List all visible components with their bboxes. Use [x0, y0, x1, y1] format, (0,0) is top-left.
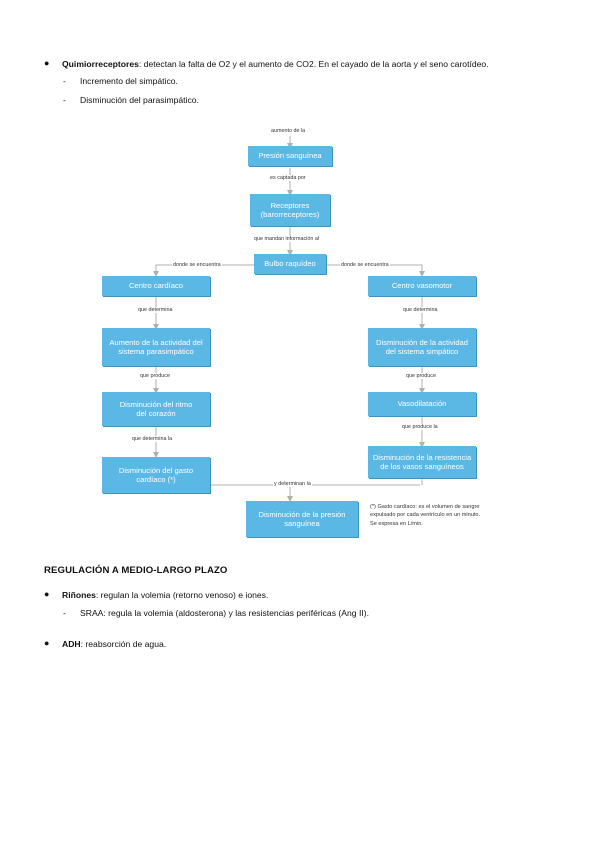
connector-label: es captada por — [269, 175, 307, 181]
term: Riñones — [62, 590, 96, 600]
box-disminucion-gasto: Disminución del gasto cardíaco (*) — [102, 457, 210, 493]
connector-label: que produce — [139, 373, 171, 379]
connector-label: que mandan información al — [253, 236, 321, 242]
term: ADH — [62, 639, 81, 649]
connector-label: y determinan la — [273, 481, 312, 487]
connector-label: que determina — [402, 307, 439, 313]
bullet-icon: ● — [44, 638, 50, 648]
connector-label: que produce la — [401, 424, 439, 430]
subitem: SRAA: regula la volemia (aldosterona) y … — [80, 608, 369, 618]
connector-label: que determina la — [131, 436, 174, 442]
box-vasodilatacion: Vasodilatación — [368, 392, 476, 416]
box-disminucion-presion: Disminución de la presión sanguínea — [246, 501, 358, 537]
text: : regulan la volemia (retorno venoso) e … — [95, 590, 269, 600]
bullet-icon: ● — [44, 58, 50, 68]
box-receptores: Receptores (barorreceptores) — [250, 194, 330, 226]
box-disminucion-simpatico: Disminución de la actividad del sistema … — [368, 328, 476, 366]
bullet-item-rinones: Riñones: regulan la volemia (retorno ven… — [62, 590, 268, 600]
bullet-icon: ● — [44, 589, 50, 599]
box-disminucion-ritmo: Disminución del ritmo del corazón — [102, 392, 210, 426]
bullet-item-adh: ADH: reabsorción de agua. — [62, 639, 166, 649]
box-centro-cardiaco: Centro cardíaco — [102, 276, 210, 296]
dash-icon: - — [63, 608, 66, 618]
term: Quimiorreceptores — [62, 59, 139, 69]
box-presion-sanguinea: Presión sanguínea — [248, 146, 332, 166]
dash-icon: - — [63, 76, 66, 86]
bullet-item-quimiorreceptores: Quimiorreceptores: detectan la falta de … — [62, 59, 489, 69]
dash-icon: - — [63, 95, 66, 105]
footnote-gasto-cardiaco: (*) Gasto cardíaco: es el volumen de san… — [370, 504, 481, 527]
connector-label: aumento de la — [270, 128, 307, 134]
box-disminucion-resistencia: Disminución de la resistencia de los vas… — [368, 446, 476, 478]
subitem: Disminución del parasimpático. — [80, 95, 199, 105]
section-heading: REGULACIÓN A MEDIO-LARGO PLAZO — [44, 565, 228, 576]
box-aumento-parasimpatico: Aumento de la actividad del sistema para… — [102, 328, 210, 366]
connector-label: donde se encuentra — [340, 262, 390, 268]
text: : reabsorción de agua. — [80, 639, 167, 649]
text: : detectan la falta de O2 y el aumento d… — [138, 59, 489, 69]
connector-label: donde se encuentra — [172, 262, 222, 268]
box-centro-vasomotor: Centro vasomotor — [368, 276, 476, 296]
connector-label: que determina — [137, 307, 174, 313]
subitem: Incremento del simpático. — [80, 76, 178, 86]
connector-label: que produce — [405, 373, 437, 379]
box-bulbo-raquideo: Bulbo raquídeo — [254, 254, 326, 274]
